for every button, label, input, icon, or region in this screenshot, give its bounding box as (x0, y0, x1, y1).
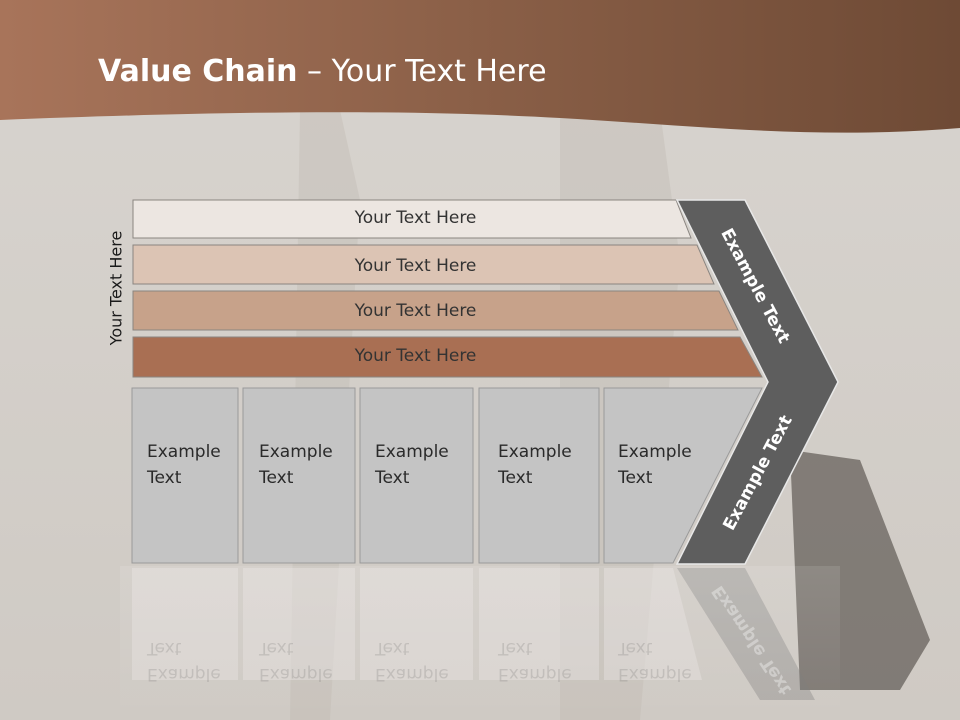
column-text-4-line1: Example (498, 442, 572, 462)
reflection-fade (120, 566, 840, 720)
row-label-1: Your Text Here (354, 208, 477, 228)
title-bold: Value Chain (98, 54, 298, 89)
column-boxes (131, 387, 763, 564)
column-box-4 (478, 387, 600, 564)
reflection-text-4-line2: Text (498, 638, 533, 658)
side-label: Your Text Here (106, 230, 126, 346)
row-label-4: Your Text Here (354, 346, 477, 366)
title-rest: – Your Text Here (297, 54, 547, 89)
reflection-text-3-line2: Text (375, 638, 410, 658)
column-text-5-line1: Example (618, 442, 692, 462)
row-bar-1 (132, 199, 692, 239)
reflection-text-3: Example Text (375, 635, 465, 687)
column-text-1-line2: Text (147, 468, 182, 488)
reflection-text-5: Example Text (618, 635, 708, 687)
reflection-text-2-line2: Text (259, 638, 294, 658)
column-box-3 (359, 387, 474, 564)
row-bar-3 (132, 290, 739, 331)
page-title: Value Chain – Your Text Here (98, 54, 547, 89)
reflection-text-3-line1: Example (375, 664, 449, 684)
reflection-text-5-line1: Example (618, 664, 692, 684)
reflection-text-1-line2: Text (147, 638, 182, 658)
header-band (0, 0, 960, 133)
column-text-5-line2: Text (618, 468, 653, 488)
reflection-text-4-line1: Example (498, 664, 572, 684)
reflection-text-1-line1: Example (147, 664, 221, 684)
column-box-5 (603, 387, 763, 564)
row-bar-4 (132, 336, 763, 378)
column-text-3-line1: Example (375, 442, 449, 462)
column-text-3-line2: Text (375, 468, 410, 488)
row-bars (132, 199, 763, 378)
column-text-2-line1: Example (259, 442, 333, 462)
column-text-4-line2: Text (498, 468, 533, 488)
reflection-text-4: Example Text (498, 635, 588, 687)
column-box-1 (131, 387, 239, 564)
row-bar-2 (132, 244, 715, 285)
column-text-2-line2: Text (259, 468, 294, 488)
row-label-2: Your Text Here (354, 256, 477, 276)
reflection-text-2-line1: Example (259, 664, 333, 684)
chevron-arrow (675, 199, 839, 565)
column-box-2 (242, 387, 356, 564)
row-label-3: Your Text Here (354, 301, 477, 321)
reflection-text-1: Example Text (147, 635, 237, 687)
column-text-1-line1: Example (147, 442, 221, 462)
reflection-text-2: Example Text (259, 635, 349, 687)
reflection-text-5-line2: Text (618, 638, 653, 658)
